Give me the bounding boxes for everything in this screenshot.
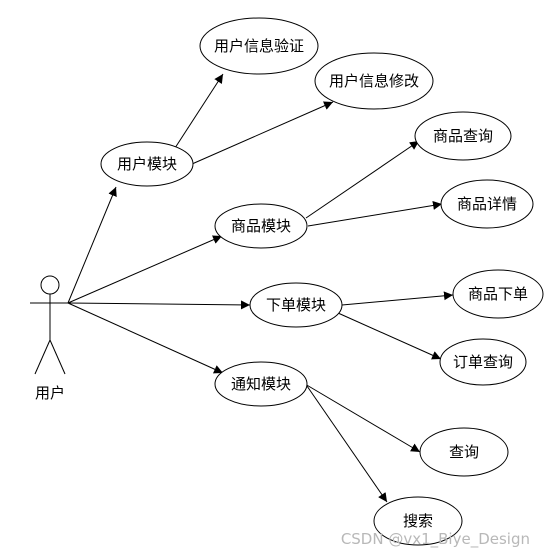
- edge-notify-module-search: [306, 385, 388, 503]
- edge-user-module-edit: [191, 101, 334, 165]
- node-order-module[interactable]: 下单模块: [249, 282, 343, 328]
- node-goods-module[interactable]: 商品模块: [214, 203, 308, 249]
- actor-left-leg: [34, 339, 51, 375]
- node-notify-module-label: 通知模块: [231, 375, 291, 393]
- watermark: CSDN @vx1_Biye_Design: [340, 530, 530, 548]
- node-user-module[interactable]: 用户模块: [100, 141, 194, 187]
- node-user-module-label: 用户模块: [117, 155, 177, 173]
- node-search[interactable]: 搜索: [373, 496, 463, 546]
- node-user-info-edit-label: 用户信息修改: [329, 72, 419, 90]
- node-order-query-label: 订单查询: [453, 353, 513, 371]
- actor-label: 用户: [35, 384, 65, 402]
- node-user-info-verify[interactable]: 用户信息验证: [199, 17, 319, 75]
- node-goods-query[interactable]: 商品查询: [414, 111, 512, 161]
- node-goods-detail[interactable]: 商品详情: [440, 179, 534, 229]
- edge-actor-order-module: [67, 300, 251, 310]
- node-goods-query-label: 商品查询: [433, 127, 493, 145]
- edge-order-module-goods-order: [341, 291, 454, 306]
- node-search-label: 搜索: [403, 512, 433, 530]
- actor-head: [40, 275, 60, 295]
- node-order-query[interactable]: 订单查询: [439, 338, 527, 386]
- edge-actor-user-module: [67, 186, 117, 304]
- use-case-nodes: 用户模块 用户信息验证 用户信息修改 商品模块 商品查询 商品详情 下单模块: [100, 17, 544, 546]
- node-user-info-edit[interactable]: 用户信息修改: [314, 52, 434, 110]
- actor-right-leg: [49, 339, 66, 375]
- node-goods-order-label: 商品下单: [468, 285, 528, 303]
- node-order-module-label: 下单模块: [266, 296, 326, 314]
- edge-goods-module-query: [305, 140, 420, 219]
- edges: [67, 73, 454, 503]
- edge-actor-notify-module: [67, 302, 224, 374]
- edge-order-module-order-query: [337, 312, 442, 360]
- edge-notify-module-query: [304, 383, 421, 453]
- node-notify-module[interactable]: 通知模块: [214, 361, 308, 407]
- edge-goods-module-detail: [307, 201, 443, 227]
- node-query[interactable]: 查询: [419, 427, 509, 477]
- node-goods-order[interactable]: 商品下单: [452, 269, 544, 319]
- node-goods-module-label: 商品模块: [231, 217, 291, 235]
- node-goods-detail-label: 商品详情: [457, 195, 517, 213]
- edge-user-module-verify: [174, 73, 224, 149]
- node-user-info-verify-label: 用户信息验证: [214, 37, 304, 55]
- actor-user: [30, 275, 70, 375]
- node-query-label: 查询: [449, 443, 479, 461]
- edge-actor-goods-module: [67, 235, 223, 304]
